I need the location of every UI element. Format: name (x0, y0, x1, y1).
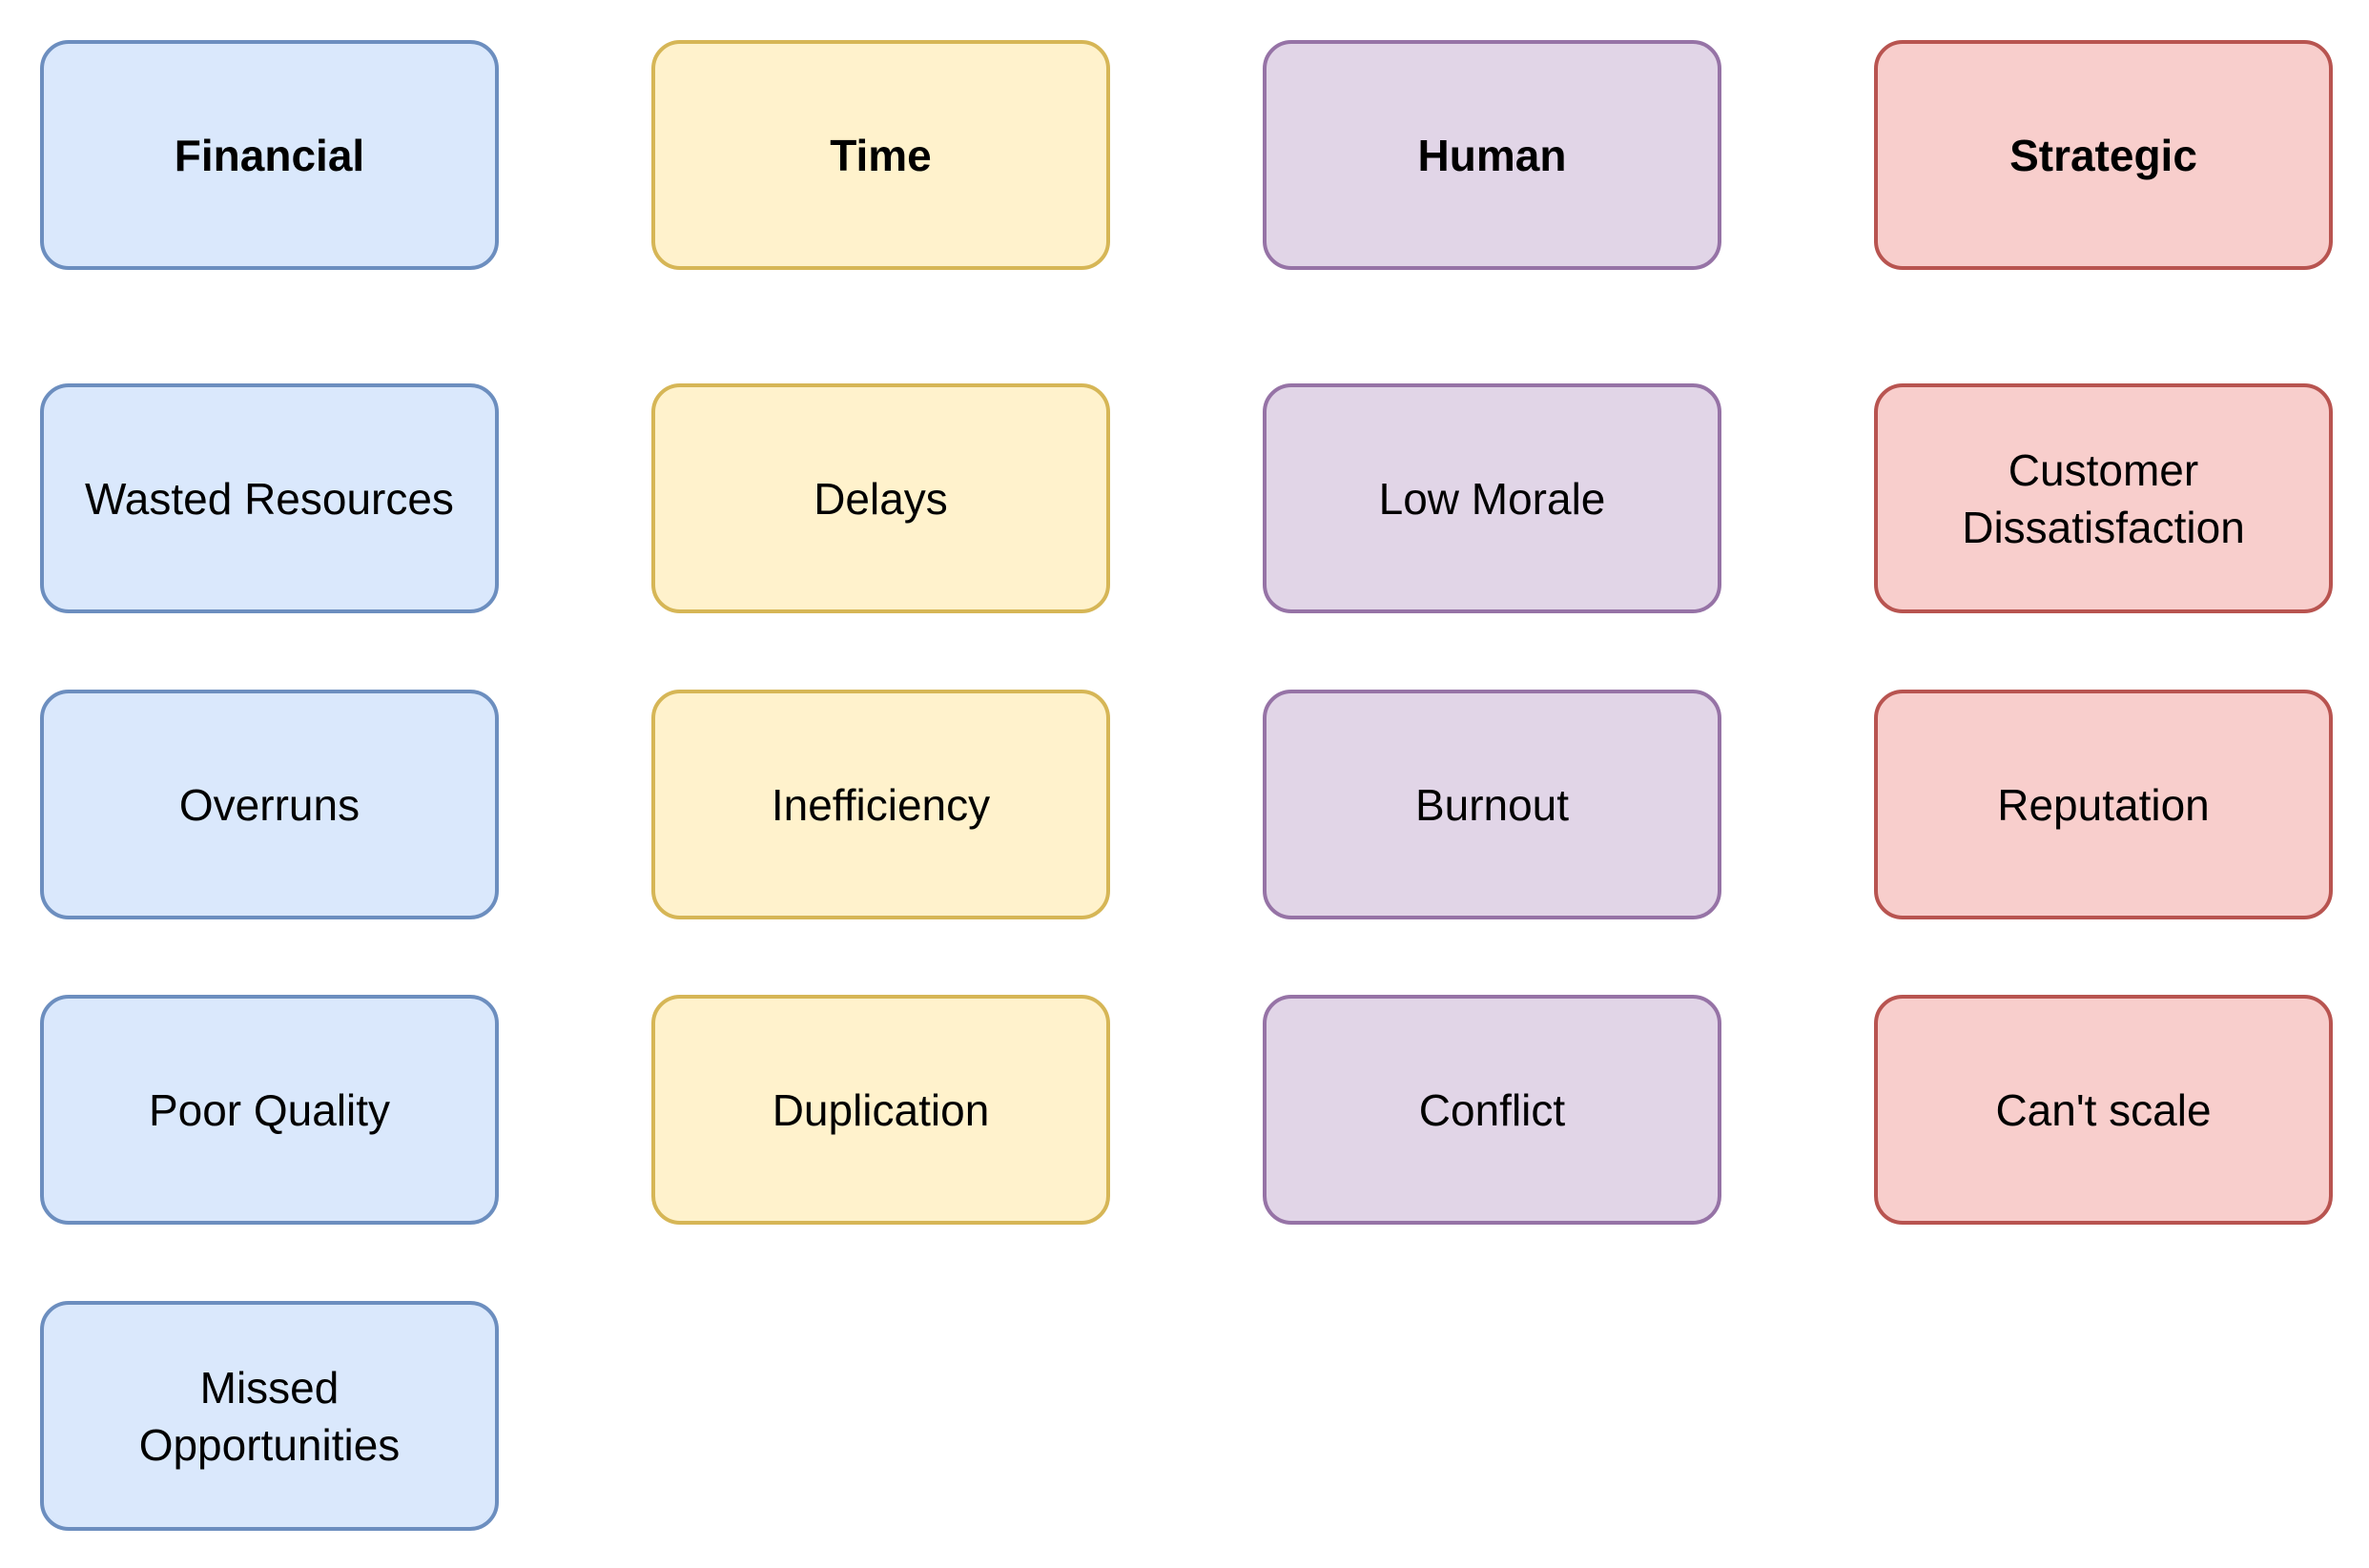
financial-item-box: Overruns (40, 690, 499, 919)
financial-item-box: Poor Quality (40, 995, 499, 1225)
strategic-item-label: Customer Dissatisfaction (1962, 444, 2245, 552)
human-header-label: Human (1417, 130, 1567, 180)
financial-item-box: Missed Opportunities (40, 1301, 499, 1531)
financial-header-label: Financial (174, 130, 365, 180)
time-header-box: Time (651, 40, 1110, 270)
time-item-box: Duplication (651, 995, 1110, 1225)
strategic-item-label: Reputation (1997, 779, 2210, 830)
strategic-header-label: Strategic (2009, 130, 2197, 180)
human-item-box: Conflict (1263, 995, 1721, 1225)
human-item-box: Burnout (1263, 690, 1721, 919)
time-item-box: Inefficiency (651, 690, 1110, 919)
time-header-label: Time (830, 130, 932, 180)
strategic-item-label: Can't scale (1995, 1084, 2212, 1135)
strategic-item-box: Reputation (1874, 690, 2333, 919)
human-item-label: Conflict (1418, 1084, 1566, 1135)
human-item-label: Burnout (1414, 779, 1570, 830)
human-header-box: Human (1263, 40, 1721, 270)
time-item-label: Delays (814, 473, 948, 524)
financial-header-box: Financial (40, 40, 499, 270)
human-item-box: Low Morale (1263, 383, 1721, 613)
financial-item-label: Overruns (178, 779, 360, 830)
human-item-label: Low Morale (1378, 473, 1606, 524)
strategic-item-box: Customer Dissatisfaction (1874, 383, 2333, 613)
financial-item-label: Missed Opportunities (138, 1362, 401, 1470)
time-item-box: Delays (651, 383, 1110, 613)
strategic-header-box: Strategic (1874, 40, 2333, 270)
strategic-item-box: Can't scale (1874, 995, 2333, 1225)
time-item-label: Duplication (772, 1084, 990, 1135)
financial-item-box: Wasted Resources (40, 383, 499, 613)
financial-item-label: Wasted Resources (85, 473, 454, 524)
financial-item-label: Poor Quality (148, 1084, 391, 1135)
time-item-label: Inefficiency (771, 779, 991, 830)
